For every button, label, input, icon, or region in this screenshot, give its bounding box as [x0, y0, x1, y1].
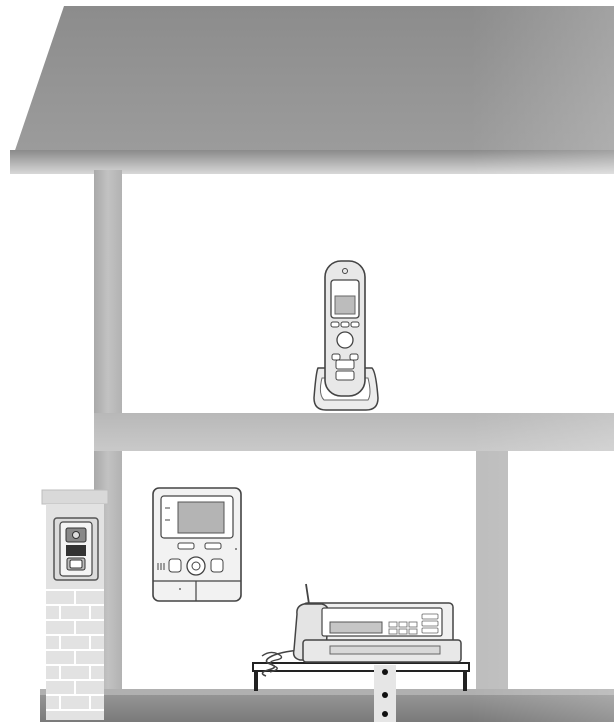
video-intercom-monitor [153, 488, 241, 601]
cordless-handset [325, 261, 365, 396]
door-station-call-button [70, 560, 82, 568]
fax-display [330, 622, 382, 633]
monitor-screen [178, 502, 224, 533]
handset-navigation-key [337, 332, 353, 348]
door-station-camera-icon [73, 532, 80, 539]
handset-screen [335, 296, 355, 314]
wall-outlet [374, 665, 396, 722]
monitor-talk-button [187, 557, 205, 575]
door-station [54, 518, 98, 580]
